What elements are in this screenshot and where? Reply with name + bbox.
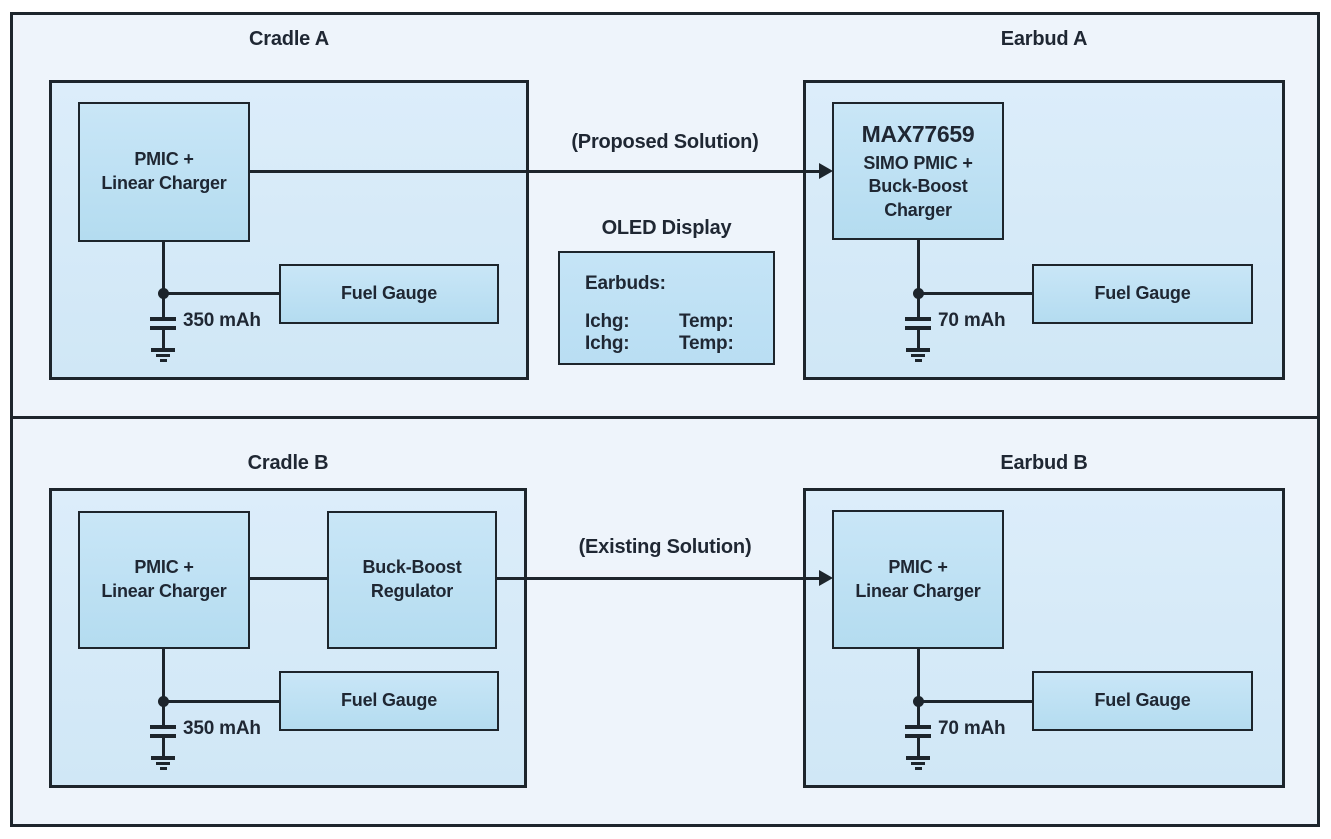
ground-symbol — [914, 359, 922, 362]
pmic-linear-charger-block-cradle-b: PMIC + Linear Charger — [78, 511, 250, 649]
block-label-line: Fuel Gauge — [340, 690, 438, 711]
arrowhead-earbud-b — [819, 569, 833, 586]
wire-pmic-earbud-b-down — [916, 649, 920, 703]
block-label-line: PMIC + — [888, 556, 948, 577]
ground-symbol — [911, 762, 925, 765]
ground-symbol — [914, 767, 922, 770]
block-label-line: Linear Charger — [101, 581, 227, 601]
wire-segment — [916, 738, 920, 756]
cradle-b-title: Cradle B — [247, 452, 329, 474]
oled-row: Ichg: Temp: — [585, 333, 773, 355]
block-label-line: SIMO PMIC + — [863, 152, 973, 173]
block-label-line: Buck-Boost — [868, 176, 968, 197]
pmic-linear-charger-block-earbud-b: PMIC + Linear Charger — [832, 510, 1004, 649]
earbud-a-title: Earbud A — [1000, 28, 1088, 50]
oled-ichg-label: Ichg: — [585, 333, 630, 354]
max77659-block-earbud-a: MAX77659 SIMO PMIC + Buck-Boost Charger — [832, 102, 1004, 240]
block-label-line: Fuel Gauge — [1094, 283, 1191, 304]
block-heading: MAX77659 — [861, 121, 975, 148]
capacitor-plate — [150, 734, 176, 738]
block-label-line: Charger — [884, 200, 952, 221]
wire-pmic-a-down — [161, 242, 165, 295]
wire-segment — [916, 701, 920, 725]
proposed-solution-label: (Proposed Solution) — [571, 131, 759, 153]
capacitor-plate — [905, 326, 931, 330]
ground-symbol — [156, 762, 170, 765]
wire-cradle-a-to-earbud-a — [250, 170, 821, 173]
capacitor-plate — [905, 317, 931, 321]
wire-pmic-b-down — [161, 649, 165, 703]
oled-display-title: OLED Display — [601, 217, 732, 239]
block-label-line: Buck-Boost — [362, 557, 462, 578]
existing-solution-label: (Existing Solution) — [578, 536, 752, 558]
block-label-line: Linear Charger — [101, 173, 227, 193]
wire-junction-to-fuel-gauge-earbud-a — [918, 291, 1032, 295]
wire-segment — [161, 701, 165, 725]
wire-segment — [916, 293, 920, 317]
block-label-line: PMIC + — [134, 557, 194, 578]
cradle-a-title: Cradle A — [249, 28, 329, 50]
block-label-line: PMIC + — [134, 149, 194, 170]
block-label-line: Linear Charger — [855, 580, 981, 601]
oled-temp-label: Temp: — [679, 311, 734, 332]
ground-symbol — [156, 354, 170, 357]
ground-symbol — [151, 348, 175, 352]
oled-ichg-label: Ichg: — [585, 311, 630, 332]
oled-temp-label: Temp: — [679, 333, 734, 354]
fuel-gauge-block-earbud-a: Fuel Gauge — [1032, 264, 1253, 324]
capacitor-plate — [905, 725, 931, 729]
ground-symbol — [151, 756, 175, 760]
pmic-linear-charger-block-cradle-a: PMIC + Linear Charger — [78, 102, 250, 242]
block-label-line: Fuel Gauge — [340, 283, 438, 304]
wire-pmic-b-to-buck-boost — [250, 576, 327, 580]
capacitor-plate — [150, 725, 176, 729]
battery-capacity-label: 350 mAh — [183, 718, 261, 739]
wire-max-block-down — [916, 240, 920, 295]
wire-junction-to-fuel-gauge-cradle-b — [163, 699, 279, 703]
capacitor-plate — [150, 326, 176, 330]
wire-segment — [161, 293, 165, 317]
battery-capacity-label: 70 mAh — [938, 718, 1006, 739]
ground-symbol — [911, 354, 925, 357]
capacitor-plate — [905, 734, 931, 738]
block-label-line: Fuel Gauge — [1094, 690, 1191, 711]
ground-symbol — [906, 756, 930, 760]
wire-junction-to-fuel-gauge-cradle-a — [163, 291, 279, 295]
oled-display-box: Earbuds: Ichg: Temp: Ichg: Temp: — [558, 251, 775, 365]
wire-segment — [161, 738, 165, 756]
wire-junction-to-fuel-gauge-earbud-b — [918, 699, 1032, 703]
battery-capacity-label: 350 mAh — [183, 310, 261, 331]
oled-header: Earbuds: — [585, 273, 666, 294]
fuel-gauge-block-cradle-b: Fuel Gauge — [279, 671, 499, 731]
buck-boost-regulator-block-cradle-b: Buck-Boost Regulator — [327, 511, 497, 649]
ground-symbol — [159, 359, 167, 362]
ground-symbol — [159, 767, 167, 770]
wire-cradle-b-to-earbud-b — [497, 576, 819, 580]
oled-row: Ichg: Temp: — [585, 311, 773, 333]
capacitor-plate — [150, 317, 176, 321]
battery-capacity-label: 70 mAh — [938, 310, 1006, 331]
earbud-b-title: Earbud B — [1000, 452, 1088, 474]
arrowhead-earbud-a — [819, 163, 833, 179]
wire-segment — [161, 330, 165, 348]
fuel-gauge-block-cradle-a: Fuel Gauge — [279, 264, 499, 324]
ground-symbol — [906, 348, 930, 352]
block-label-line: Regulator — [370, 581, 454, 601]
wire-segment — [916, 330, 920, 348]
fuel-gauge-block-earbud-b: Fuel Gauge — [1032, 671, 1253, 731]
